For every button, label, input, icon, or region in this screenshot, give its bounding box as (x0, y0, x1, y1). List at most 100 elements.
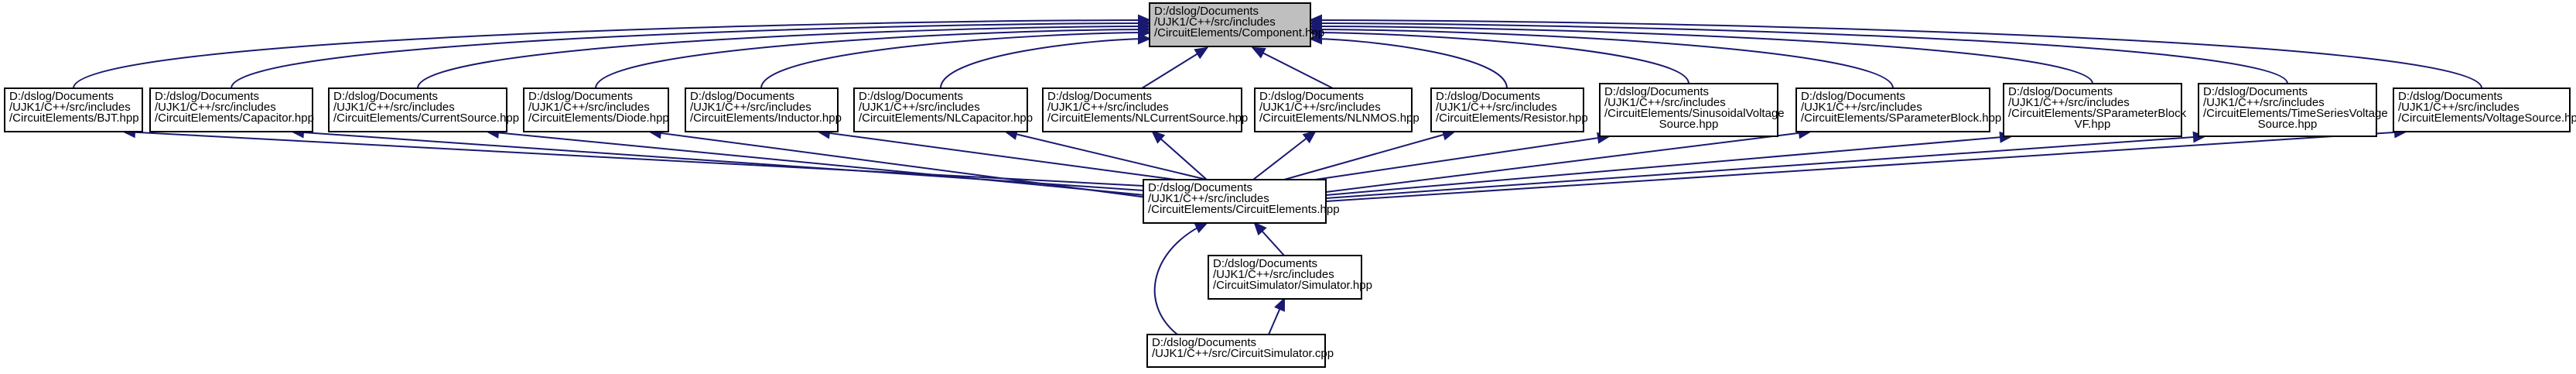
node-label-line: D:/dslog/Documents (155, 90, 259, 103)
node-label-line: D:/dslog/Documents (528, 90, 633, 103)
edge-circuitsimulator-to-simulator (1268, 297, 1286, 335)
edge-nlnmos-to-component (1251, 46, 1334, 89)
node-label-line: /UJK1/C++/src/includes (1047, 101, 1169, 114)
node-label-line: /UJK1/C++/src/includes (9, 101, 131, 114)
edge-inductor-to-component (760, 26, 1152, 89)
node-circuitsimulator[interactable]: D:/dslog/Documents/UJK1/C++/src/CircuitS… (1146, 334, 1334, 368)
node-box (1430, 87, 1584, 132)
node-nlcurrentsource[interactable]: D:/dslog/Documents/UJK1/C++/src/includes… (1042, 87, 1248, 132)
node-box (1042, 87, 1242, 132)
node-diode[interactable]: D:/dslog/Documents/UJK1/C++/src/includes… (523, 87, 669, 132)
node-component[interactable]: D:/dslog/Documents/UJK1/C++/src/includes… (1149, 2, 1324, 47)
node-label-line: D:/dslog/Documents (1801, 90, 1905, 103)
node-label-line: /CircuitElements/NLNMOS.hpp (1259, 112, 1420, 125)
node-label-line: /UJK1/C++/src/includes (690, 101, 811, 114)
node-label-line: D:/dslog/Documents (1152, 336, 1256, 349)
node-label-line: D:/dslog/Documents (1213, 257, 1317, 270)
node-label-line: /CircuitElements/Resistor.hpp (1436, 112, 1588, 125)
edge-circuitsimulator-to-circuitelements (1153, 221, 1209, 335)
node-label-line: /CircuitElements/NLCapacitor.hpp (859, 112, 1033, 125)
node-box (1599, 83, 1778, 137)
node-currentsource[interactable]: D:/dslog/Documents/UJK1/C++/src/includes… (328, 87, 519, 132)
node-circuitelements[interactable]: D:/dslog/Documents/UJK1/C++/src/includes… (1143, 179, 1340, 224)
node-box (685, 87, 839, 132)
node-sparameterblock[interactable]: D:/dslog/Documents/UJK1/C++/src/includes… (1795, 87, 2001, 132)
node-sinusoidal[interactable]: D:/dslog/Documents/UJK1/C++/src/includes… (1599, 83, 1785, 137)
node-label-line: D:/dslog/Documents (1604, 85, 1709, 98)
edge-circuitelements-to-sinusoidal (1314, 132, 1611, 180)
node-label-line: D:/dslog/Documents (690, 90, 794, 103)
node-label-line: /UJK1/C++/src/CircuitSimulator.cpp (1152, 347, 1334, 360)
edge-bjt-to-component (73, 14, 1152, 89)
node-inductor[interactable]: D:/dslog/Documents/UJK1/C++/src/includes… (685, 87, 842, 132)
node-box (1254, 87, 1413, 132)
node-label-line: /UJK1/C++/src/includes (333, 101, 455, 114)
node-label-line: D:/dslog/Documents (2398, 90, 2503, 103)
node-nlcapacitor[interactable]: D:/dslog/Documents/UJK1/C++/src/includes… (853, 87, 1033, 132)
node-label-line: /CircuitElements/SParameterBlock (2008, 107, 2187, 120)
edge-circuitelements-to-voltagesource (1325, 126, 2408, 202)
node-box (328, 87, 507, 132)
edge-circuitelements-to-nlnmos (1252, 130, 1317, 180)
node-bjt[interactable]: D:/dslog/Documents/UJK1/C++/src/includes… (4, 87, 143, 132)
edge-circuitelements-to-nlcurrentsource (1151, 130, 1208, 180)
node-label-line: /UJK1/C++/src/includes (1148, 192, 1269, 205)
node-label-line: /UJK1/C++/src/includes (1213, 268, 1334, 281)
node-label-line: D:/dslog/Documents (1154, 5, 1259, 18)
node-box (853, 87, 1028, 132)
node-label-line: /UJK1/C++/src/includes (1259, 101, 1381, 114)
node-resistor[interactable]: D:/dslog/Documents/UJK1/C++/src/includes… (1430, 87, 1588, 132)
node-label-line: Source.hpp (2258, 118, 2318, 131)
node-box (1143, 179, 1327, 224)
node-label-line: /CircuitElements/Inductor.hpp (690, 112, 842, 125)
node-simulator[interactable]: D:/dslog/Documents/UJK1/C++/src/includes… (1208, 255, 1372, 300)
node-label-line: /UJK1/C++/src/includes (2203, 96, 2325, 109)
edge-circuitelements-to-timeseries (1325, 131, 2207, 199)
node-box (1146, 334, 1326, 368)
edge-nlcapacitor-to-component (940, 33, 1152, 89)
node-box (2198, 83, 2377, 137)
node-box (149, 87, 313, 132)
node-label-line: /UJK1/C++/src/includes (1604, 96, 1726, 109)
node-nlnmos[interactable]: D:/dslog/Documents/UJK1/C++/src/includes… (1254, 87, 1420, 132)
node-label-line: /CircuitElements/VoltageSource.hpp (2398, 112, 2576, 125)
node-label-line: D:/dslog/Documents (9, 90, 114, 103)
node-label-line: /CircuitSimulator/Simulator.hpp (1213, 279, 1372, 292)
node-box (1208, 255, 1362, 300)
node-capacitor[interactable]: D:/dslog/Documents/UJK1/C++/src/includes… (149, 87, 314, 132)
edge-simulator-to-circuitelements (1253, 221, 1285, 256)
node-label-line: /UJK1/C++/src/includes (528, 101, 650, 114)
node-label-line: D:/dslog/Documents (1259, 90, 1364, 103)
node-label-line: /CircuitElements/NLCurrentSource.hpp (1047, 112, 1248, 125)
node-box (2003, 83, 2182, 137)
node-label-line: /UJK1/C++/src/includes (2008, 96, 2130, 109)
node-label-line: /UJK1/C++/src/includes (2398, 101, 2520, 114)
node-label-line: D:/dslog/Documents (333, 90, 438, 103)
node-label-line: /CircuitElements/TimeSeriesVoltage (2203, 107, 2388, 120)
node-label-line: /UJK1/C++/src/includes (1154, 15, 1276, 29)
edge-voltagesource-to-component (1308, 14, 2482, 89)
node-label-line: D:/dslog/Documents (859, 90, 963, 103)
node-label-line: /CircuitElements/BJT.hpp (9, 112, 139, 125)
node-label-line: /CircuitElements/Capacitor.hpp (155, 112, 314, 125)
node-label-line: Source.hpp (1659, 118, 1719, 131)
node-label-line: /UJK1/C++/src/includes (859, 101, 980, 114)
node-box (1795, 87, 1990, 132)
nodes: D:/dslog/Documents/UJK1/C++/src/includes… (4, 2, 2576, 368)
edge-nlcurrentsource-to-component (1141, 46, 1209, 89)
node-timeseries[interactable]: D:/dslog/Documents/UJK1/C++/src/includes… (2198, 83, 2388, 137)
node-voltagesource[interactable]: D:/dslog/Documents/UJK1/C++/src/includes… (2393, 87, 2576, 132)
edge-circuitelements-to-nlcapacitor (1003, 129, 1208, 180)
node-sparameterblockvf[interactable]: D:/dslog/Documents/UJK1/C++/src/includes… (2003, 83, 2187, 137)
node-label-line: D:/dslog/Documents (1148, 181, 1252, 194)
node-label-line: D:/dslog/Documents (2008, 85, 2113, 98)
edges (73, 14, 2482, 335)
node-box (2393, 87, 2571, 132)
node-box (4, 87, 143, 132)
node-label-line: /CircuitElements/CurrentSource.hpp (333, 112, 519, 125)
node-label-line: VF.hpp (2075, 118, 2111, 131)
node-label-line: /CircuitElements/Component.hpp (1154, 26, 1324, 39)
node-label-line: D:/dslog/Documents (1047, 90, 1152, 103)
node-box (523, 87, 669, 132)
